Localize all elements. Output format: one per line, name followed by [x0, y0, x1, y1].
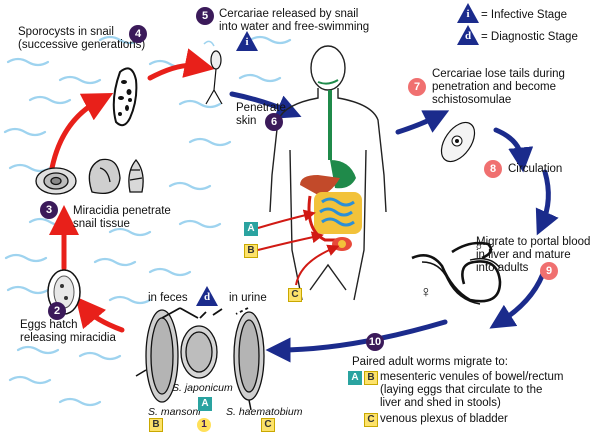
marker-c-egg: C — [261, 418, 275, 432]
female-symbol: ♀ — [420, 286, 432, 299]
marker-c-body: C — [288, 288, 302, 302]
step-1-badge: 1 — [197, 418, 211, 432]
male-symbol: ♂ — [474, 240, 486, 253]
digestive-organs — [300, 80, 362, 251]
infective-stage-label: = Infective Stage — [481, 9, 567, 22]
step-2-badge: 2 — [48, 302, 66, 320]
step-4-badge: 4 — [129, 25, 147, 43]
step-2-text: Eggs hatch releasing miracidia — [20, 319, 116, 345]
schistosomula-illustration — [435, 117, 482, 168]
step-3-text: Miracidia penetrate snail tissue — [73, 205, 171, 231]
infective-stage-marker-icon: i — [236, 31, 258, 51]
egg-source-lines — [162, 308, 248, 318]
s-haematobium-label: S. haematobium — [226, 406, 302, 418]
step-8-badge: 8 — [484, 160, 502, 178]
s-japonicum-label: S. japonicum — [172, 382, 233, 394]
step-10-bladder-text: venous plexus of bladder — [380, 413, 508, 426]
step-10-text: Paired adult worms migrate to: — [352, 356, 508, 369]
step-5-text: Cercariae released by snail into water a… — [219, 8, 369, 34]
s-mansoni-label: S. mansoni — [148, 406, 201, 418]
step-10-bowel-text: mesenteric venules of bowel/rectum (layi… — [380, 371, 563, 410]
step-10-badge: 10 — [366, 333, 384, 351]
step-8-text: Circulation — [508, 163, 562, 176]
step-7-badge: 7 — [408, 78, 426, 96]
step-5-badge: 5 — [196, 7, 214, 25]
marker-a-s10: A — [348, 371, 362, 385]
diagnostic-stage-label: = Diagnostic Stage — [481, 31, 578, 44]
marker-b-s10: B — [364, 371, 378, 385]
step-7-text: Cercariae lose tails during penetration … — [432, 68, 565, 107]
egg-illustrations — [136, 310, 264, 410]
step-4-text: Sporocysts in snail (successive generati… — [18, 26, 145, 52]
infective-stage-icon: i — [457, 3, 479, 23]
marker-a-egg: A — [198, 397, 212, 411]
marker-c-s10: C — [364, 413, 378, 427]
step-9-badge: 9 — [540, 262, 558, 280]
marker-b-body: B — [244, 244, 258, 258]
marker-b-egg: B — [149, 418, 163, 432]
step-6-badge: 6 — [265, 113, 283, 131]
diagnostic-stage-icon: d — [457, 25, 479, 45]
in-feces-label: in feces — [148, 292, 188, 305]
sporocyst-illustration — [114, 68, 137, 125]
cercaria-illustration — [204, 41, 222, 104]
in-urine-label: in urine — [229, 292, 267, 305]
diagnostic-stage-marker-icon: d — [196, 286, 218, 306]
step-9-text: Migrate to portal blood in liver and mat… — [476, 236, 590, 275]
marker-a-body: A — [244, 222, 258, 236]
step-3-badge: 3 — [40, 201, 58, 219]
